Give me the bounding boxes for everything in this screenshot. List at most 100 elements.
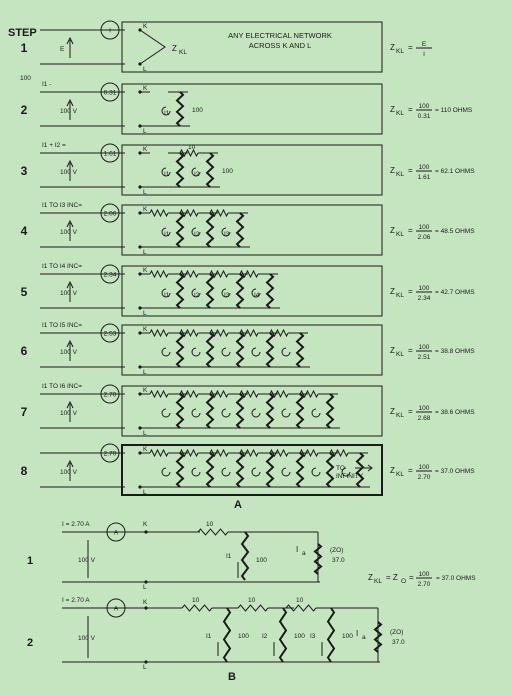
up-arrow-icon — [66, 400, 74, 409]
series-resistor — [239, 328, 259, 338]
series-resistor — [269, 389, 289, 399]
shunt-resistor — [205, 273, 215, 309]
series-resistor — [181, 604, 213, 612]
formula-z: Z — [390, 287, 395, 296]
shunt-resistor — [355, 452, 365, 488]
step-number: 7 — [21, 405, 28, 419]
formula-numerator: 100 — [419, 285, 430, 292]
node-k: K — [143, 206, 148, 213]
branch-current: I1 — [226, 553, 232, 560]
shunt-value: 100 — [238, 633, 249, 640]
current-label: I1 + I2 = — [42, 142, 66, 149]
load-value: 37.0 — [332, 557, 345, 564]
shunt-resistor — [175, 393, 185, 429]
current-label: I1 TO I6 INC= — [42, 383, 82, 390]
formula-equals: = — [408, 226, 413, 235]
shunt-resistor — [240, 531, 250, 581]
network-box — [121, 21, 383, 73]
network-box — [121, 204, 383, 256]
series-resistor — [239, 269, 259, 279]
ammeter-icon — [100, 384, 120, 404]
infinity-label: INFINITY — [336, 473, 364, 480]
loop-current-icon — [191, 227, 201, 237]
series-resistor — [299, 448, 319, 458]
formula-subscript: KL — [396, 110, 404, 117]
meter-reading: 2.34 — [104, 272, 117, 279]
formula-subscript: KL — [396, 171, 404, 178]
ammeter-icon — [106, 598, 126, 618]
loop-current-icon — [161, 167, 171, 177]
formula-equals: = — [408, 346, 413, 355]
extra-label: 100 — [20, 75, 31, 82]
loop-current-icon — [161, 467, 171, 477]
series-resistor — [179, 148, 199, 158]
series-resistor — [299, 389, 319, 399]
series-resistor — [269, 328, 289, 338]
formula-result: = 38.8 OHMS — [435, 348, 475, 355]
formula-denominator: 0.31 — [418, 113, 431, 120]
up-arrow-icon — [66, 98, 74, 107]
source-voltage: 100 V — [60, 290, 78, 297]
load-value: 37.0 — [392, 639, 405, 646]
node-k: K — [143, 146, 148, 153]
shunt-resistor — [235, 393, 245, 429]
formula-z: Z — [390, 166, 395, 175]
up-arrow-icon — [66, 219, 74, 228]
source-voltage: 100 V — [60, 108, 78, 115]
loop-current-icon — [311, 408, 321, 418]
node-l: L — [143, 249, 147, 256]
shunt-resistor — [175, 91, 185, 127]
network-box — [121, 385, 383, 437]
formula-equals: = — [408, 466, 413, 475]
loop-current-icon — [161, 288, 171, 298]
loop-current-icon — [281, 408, 291, 418]
shunt-resistor — [265, 273, 275, 309]
formula-result: = 42.7 OHMS — [435, 289, 475, 296]
formula-z: Z — [390, 407, 395, 416]
formula-z: Z — [368, 573, 373, 582]
shunt-resistor — [313, 543, 323, 575]
formula-numerator: 100 — [419, 344, 430, 351]
network-box — [121, 144, 383, 196]
series-value: 10 — [296, 597, 304, 604]
load-subscript: a — [362, 634, 366, 641]
formula-numerator: 100 — [419, 571, 430, 578]
source-voltage: 100 V — [78, 557, 96, 564]
source-voltage: 100 V — [60, 169, 78, 176]
ammeter-icon — [100, 82, 120, 102]
formula-denominator: 2.70 — [418, 581, 431, 588]
series-resistor — [209, 448, 229, 458]
current-label: I1 TO I4 INC= — [42, 263, 82, 270]
branch-current: I1 — [164, 110, 170, 117]
formula-equals: = — [408, 287, 413, 296]
ammeter-icon — [106, 522, 126, 542]
formula-mid-subscript: O — [401, 578, 406, 585]
supply-current: I = 2.70 A — [62, 597, 90, 604]
shunt-resistor — [205, 332, 215, 368]
meter-reading: I — [109, 28, 111, 35]
formula-z: Z — [390, 105, 395, 114]
network-box — [121, 265, 383, 317]
series-value: 10 — [192, 597, 200, 604]
shunt-resistor — [235, 332, 245, 368]
formula-equals: = — [408, 105, 413, 114]
meter-reading: 2.70 — [104, 392, 117, 399]
shunt-resistor — [175, 212, 185, 248]
meter-reading: 0.31 — [104, 90, 117, 97]
branch-current: I1 — [164, 292, 170, 299]
loop-current-icon — [161, 408, 171, 418]
series-resistor — [179, 389, 199, 399]
node-k: K — [143, 23, 148, 30]
node-k: K — [143, 387, 148, 394]
series-resistor — [149, 328, 169, 338]
formula-result: = 62.1 OHMS — [435, 168, 475, 175]
loop-current-icon — [191, 288, 201, 298]
